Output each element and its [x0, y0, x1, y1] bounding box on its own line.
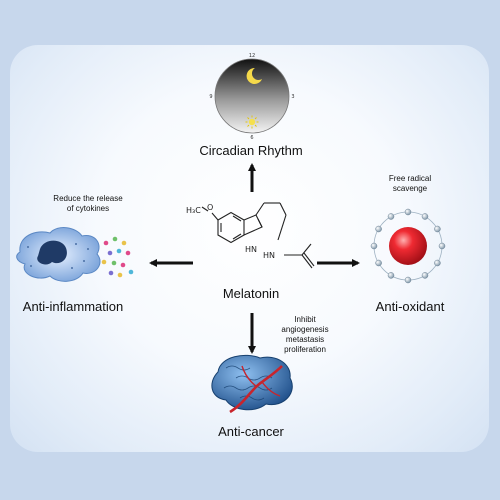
- cell-nucleus: [37, 240, 67, 265]
- ether-oxygen-label: O: [207, 203, 213, 212]
- clock-icon: 12 3 6 9: [209, 53, 294, 141]
- anti-inflammation-label: Anti-inflammation: [22, 299, 124, 314]
- radical-note-line-2: scavenge: [392, 184, 428, 193]
- cancer-note-line-4: proliferation: [284, 345, 326, 354]
- radical-note-line-1: Free radical: [388, 174, 432, 183]
- free-radical-icon: [370, 208, 446, 284]
- cytokine-dots: [101, 236, 134, 278]
- moon-icon: [246, 67, 262, 84]
- melatonin-label: Melatonin: [222, 286, 280, 301]
- melatonin-structure: [201, 202, 315, 269]
- electron-dots: [370, 208, 446, 284]
- cytokine-note-line-1: Reduce the release: [53, 194, 123, 203]
- sun-icon: [245, 115, 259, 129]
- methoxy-label: H₃C: [186, 206, 201, 215]
- cancer-note-line-3: metastasis: [285, 335, 325, 344]
- anti-oxidant-label: Anti-oxidant: [375, 299, 445, 314]
- radical-core: [389, 227, 427, 265]
- cytokine-note: Reduce the release of cytokines: [28, 194, 148, 214]
- tumor-icon: [211, 354, 293, 414]
- indole-nh-label: HN: [245, 245, 257, 254]
- radical-note: Free radical scavenge: [355, 174, 465, 194]
- anti-cancer-label: Anti-cancer: [218, 424, 284, 439]
- clock-tick-12: 12: [249, 53, 255, 59]
- cancer-note-line-2: angiogenesis: [281, 325, 329, 334]
- cytokine-note-line-2: of cytokines: [66, 204, 110, 213]
- amide-nh-label: HN: [263, 251, 275, 260]
- inflammatory-cell-icon: [16, 227, 101, 282]
- cancer-note: Inhibit angiogenesis metastasis prolifer…: [259, 315, 351, 355]
- cancer-note-line-1: Inhibit: [294, 315, 316, 324]
- clock-tick-6: 6: [250, 135, 253, 141]
- clock-tick-9: 9: [209, 94, 212, 100]
- clock-tick-3: 3: [291, 94, 294, 100]
- circadian-rhythm-label: Circadian Rhythm: [199, 143, 303, 158]
